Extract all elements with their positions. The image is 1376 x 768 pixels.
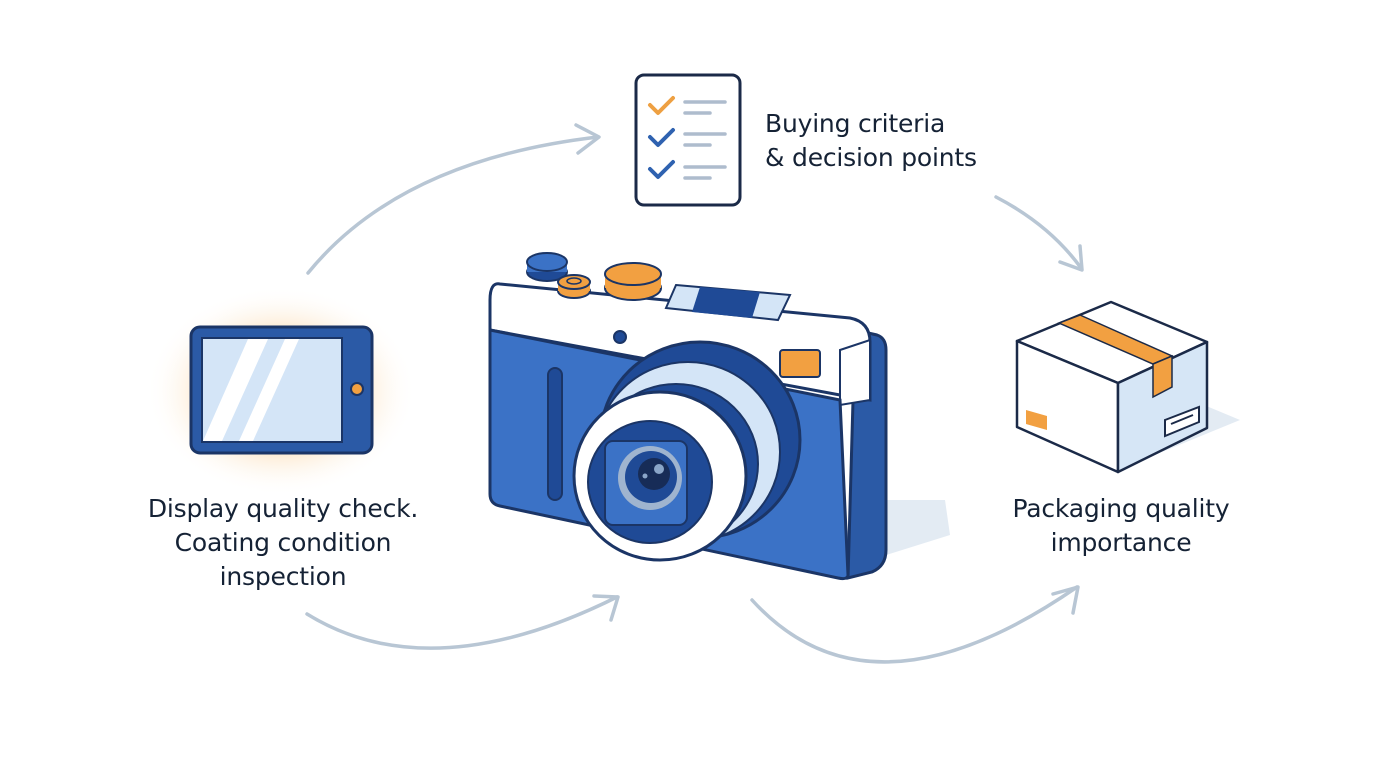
package-label: Packaging quality importance <box>990 492 1252 560</box>
display-label-line-1: Display quality check. <box>147 494 419 523</box>
display-label: Display quality check. Coating condition… <box>110 492 456 594</box>
checklist-label-line-1: Buying criteria <box>765 109 946 138</box>
checklist-icon <box>634 73 742 207</box>
package-label-line-2: importance <box>1050 528 1192 557</box>
checklist-label-line-2: & decision points <box>765 143 977 172</box>
package-box-icon <box>1015 300 1240 474</box>
display-label-line-3: inspection <box>219 562 347 591</box>
flow-arrows <box>305 123 1084 664</box>
arrow-checklist-to-package <box>994 195 1084 272</box>
package-label-line-1: Packaging quality <box>1012 494 1230 523</box>
arrow-display-to-camera <box>305 594 620 650</box>
display-label-line-2: Coating condition <box>174 528 392 557</box>
camera-icon <box>488 252 950 581</box>
camera-lens <box>572 340 802 562</box>
tablet-display-icon <box>146 286 416 496</box>
arrow-camera-to-package <box>750 585 1080 664</box>
camera-dials <box>526 252 662 301</box>
checklist-label: Buying criteria & decision points <box>765 107 977 175</box>
arrow-display-to-checklist <box>306 123 601 275</box>
